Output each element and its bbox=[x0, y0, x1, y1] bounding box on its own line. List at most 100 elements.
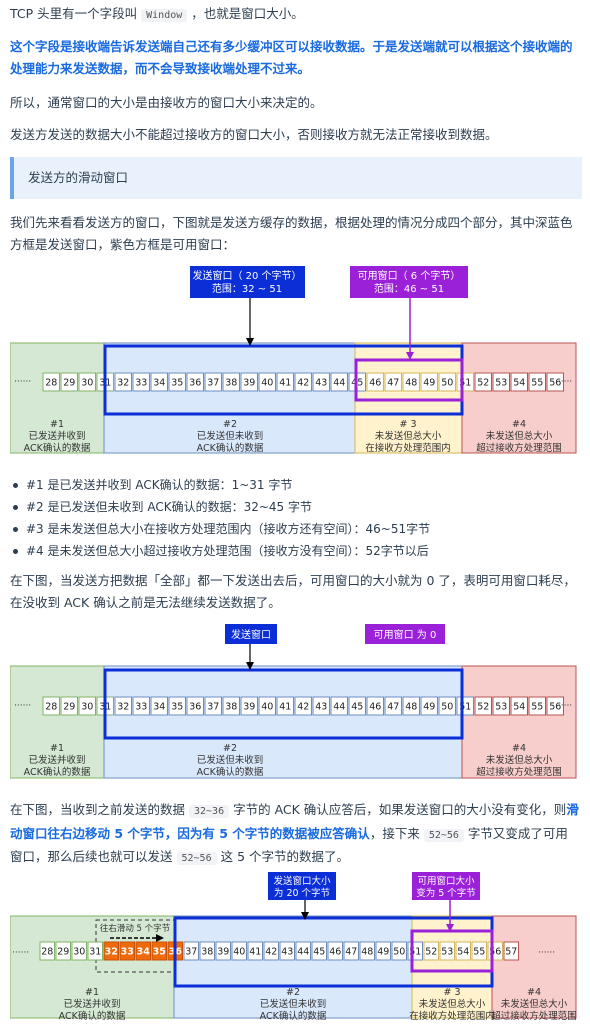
byte-cell bbox=[546, 696, 564, 716]
bullet-item: #4 是未发送但总大小超过接收方处理范围（接收方没有空间）：52字节以后 bbox=[10, 540, 430, 562]
byte-cell bbox=[359, 941, 375, 961]
bold-paragraph: 这个字段是接收端告诉发送端自己还有多少缓冲区可以接收数据。于是发送端就可以根据这… bbox=[10, 39, 573, 76]
byte-cell bbox=[528, 372, 546, 392]
byte-cell bbox=[87, 941, 103, 961]
byte-number: 33 bbox=[135, 378, 147, 389]
paragraph-3: 发送方发送的数据大小不能超过接收方的窗口大小，否则接收方就无法正常接收到数据。 bbox=[10, 127, 498, 142]
byte-cell bbox=[295, 941, 311, 961]
byte-cell bbox=[231, 941, 247, 961]
region-2-line1: 已发送但未收到 bbox=[260, 998, 327, 1010]
byte-cell bbox=[276, 372, 294, 392]
byte-number: 48 bbox=[405, 378, 417, 389]
send-arrow-head bbox=[246, 662, 254, 670]
byte-cell bbox=[135, 941, 151, 961]
byte-number: 39 bbox=[243, 702, 255, 713]
byte-number: 42 bbox=[297, 378, 309, 389]
byte-cell bbox=[204, 372, 222, 392]
byte-number: 30 bbox=[81, 378, 93, 389]
paragraph-6: 在下图，当收到之前发送的数据 32~36 字节的 ACK 确认应答后，如果发送窗… bbox=[10, 798, 580, 869]
region-4-line2: 超过接收方处理范围 bbox=[491, 1010, 577, 1022]
byte-cell bbox=[510, 696, 528, 716]
usable-window-label: 可用窗口（ 6 个字节） bbox=[358, 269, 461, 282]
byte-number: 44 bbox=[333, 702, 345, 713]
byte-cell bbox=[240, 696, 258, 716]
byte-number: 31 bbox=[89, 947, 101, 958]
send-window-frame bbox=[103, 668, 464, 740]
byte-number: 28 bbox=[45, 702, 57, 713]
byte-number: 49 bbox=[423, 702, 435, 713]
byte-cell bbox=[132, 696, 150, 716]
byte-number: 38 bbox=[225, 378, 237, 389]
usable-window-frame bbox=[354, 358, 464, 402]
ellipsis-left: ······ bbox=[14, 377, 31, 387]
byte-cell bbox=[186, 696, 204, 716]
byte-number: 37 bbox=[207, 378, 219, 389]
bullet-item: #2 是已发送但未收到 ACK确认的数据：32~45 字节 bbox=[10, 496, 430, 518]
byte-cell bbox=[258, 372, 276, 392]
byte-cell bbox=[391, 941, 407, 961]
byte-cell bbox=[492, 696, 510, 716]
byte-cell bbox=[150, 372, 168, 392]
ellipsis-left: ······ bbox=[12, 948, 29, 958]
byte-number: 37 bbox=[207, 702, 219, 713]
usable-window-range: 范围：46 ~ 51 bbox=[374, 282, 444, 295]
region-sent-unacked bbox=[103, 665, 463, 779]
byte-number: 32 bbox=[117, 702, 129, 713]
send-window-label: 发送窗口（ 20 个字节） bbox=[192, 269, 301, 282]
p6-text-mid: 字节的 ACK 确认应答后，如果发送窗口的大小没有变化，则 bbox=[233, 802, 567, 817]
bullet-item: #1 是已发送并收到 ACK确认的数据：1~31 字节 bbox=[10, 474, 430, 496]
section-heading-callout: 发送方的滑动窗口 bbox=[10, 157, 582, 199]
byte-number: 34 bbox=[137, 947, 151, 958]
p6-text-post: ，接下来 bbox=[369, 825, 420, 841]
byte-number: 44 bbox=[297, 947, 309, 958]
byte-cell bbox=[42, 696, 60, 716]
byte-number: 29 bbox=[63, 702, 75, 713]
send-window-label: 发送窗口 bbox=[231, 628, 271, 641]
p6-text-end: 这 5 个字节的数据了。 bbox=[220, 849, 349, 864]
byte-cell bbox=[327, 941, 343, 961]
byte-number: 32 bbox=[117, 378, 129, 389]
byte-cell bbox=[384, 696, 402, 716]
send-window-size-value: 为 20 个字节 bbox=[274, 887, 330, 899]
byte-cell bbox=[247, 941, 263, 961]
region-4-line2: 超过接收方处理范围 bbox=[476, 766, 562, 778]
region-2-line1: 已发送但未收到 bbox=[197, 430, 264, 442]
byte-number: 42 bbox=[297, 702, 309, 713]
byte-number: 41 bbox=[279, 702, 291, 713]
region-4-number: #4 bbox=[512, 419, 526, 430]
byte-number: 42 bbox=[265, 947, 277, 958]
byte-number: 43 bbox=[281, 947, 293, 958]
byte-cell bbox=[71, 941, 87, 961]
region-not-allowed bbox=[461, 665, 577, 779]
byte-number: 55 bbox=[531, 378, 543, 389]
region-1-number: #1 bbox=[50, 419, 64, 430]
byte-cell bbox=[330, 372, 348, 392]
region-4-number: #4 bbox=[527, 987, 541, 998]
usable-window-label-box bbox=[365, 624, 445, 644]
region-acked bbox=[10, 665, 105, 779]
byte-number: 48 bbox=[361, 947, 373, 958]
byte-number: 28 bbox=[41, 947, 53, 958]
region-2-line2: ACK确认的数据 bbox=[197, 442, 264, 454]
paragraph-2: 所以，通常窗口的大小是由接收方的窗口大小来决定的。 bbox=[10, 95, 323, 110]
byte-cell bbox=[471, 941, 487, 961]
byte-number: 55 bbox=[531, 702, 543, 713]
usable-window-frame bbox=[410, 929, 494, 973]
ellipsis-left: ······ bbox=[14, 701, 31, 711]
byte-number: 34 bbox=[153, 702, 165, 713]
region-usable bbox=[411, 915, 493, 1019]
byte-cell bbox=[420, 372, 438, 392]
region-4-line1: 未发送但总大小 bbox=[486, 754, 553, 766]
byte-number: 44 bbox=[333, 378, 345, 389]
byte-cell bbox=[199, 941, 215, 961]
byte-number: 52 bbox=[477, 702, 489, 713]
byte-number: 51 bbox=[459, 378, 471, 389]
slide-arrow-head bbox=[156, 934, 164, 942]
byte-number: 47 bbox=[387, 378, 399, 389]
byte-number: 56 bbox=[489, 947, 501, 958]
byte-cell bbox=[279, 941, 295, 961]
byte-cell bbox=[258, 696, 276, 716]
